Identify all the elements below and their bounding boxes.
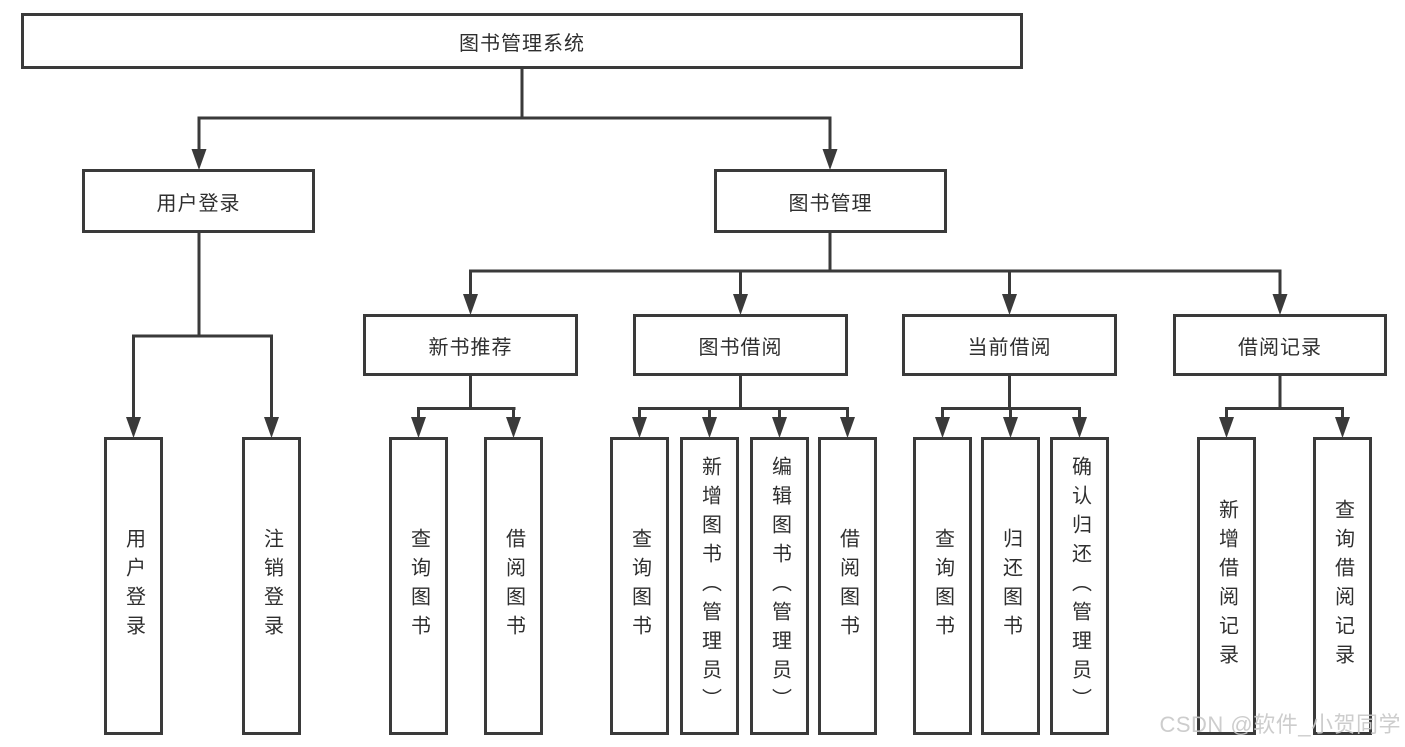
leaf-add-borrow-record-label: 新增借阅记录 [1215, 499, 1238, 673]
leaf-borrow-books: 借阅图书 [818, 437, 877, 735]
leaf-borrow-books-label: 借阅图书 [836, 528, 859, 644]
leaf-confirm-return-admin-label: 确认归还（管理员） [1068, 455, 1091, 717]
leaf-borrow-books-recommend-label: 借阅图书 [502, 528, 525, 644]
node-root-label: 图书管理系统 [459, 32, 585, 55]
leaf-user-login-label: 用户登录 [122, 528, 145, 644]
node-new-book-recommend: 新书推荐 [363, 314, 578, 376]
leaf-confirm-return-admin: 确认归还（管理员） [1050, 437, 1109, 735]
node-user-login-label: 用户登录 [156, 192, 241, 215]
connector-current-borrow-to-leaves [935, 375, 1087, 438]
leaf-logout: 注销登录 [242, 437, 301, 735]
connector-user-login-to-leaves [126, 232, 279, 438]
node-user-login: 用户登录 [82, 169, 315, 233]
node-root: 图书管理系统 [21, 13, 1023, 69]
node-current-borrow: 当前借阅 [902, 314, 1117, 376]
leaf-add-borrow-record: 新增借阅记录 [1197, 437, 1256, 735]
node-borrow-records-label: 借阅记录 [1238, 336, 1322, 359]
leaf-add-book-admin-label: 新增图书（管理员） [698, 455, 721, 717]
leaf-query-borrow-record-label: 查询借阅记录 [1331, 499, 1354, 673]
leaf-query-borrow-record: 查询借阅记录 [1313, 437, 1372, 735]
leaf-user-login: 用户登录 [104, 437, 163, 735]
node-current-borrow-label: 当前借阅 [967, 336, 1052, 359]
node-book-management-label: 图书管理 [788, 192, 873, 215]
watermark: CSDN @软件_小贺同学 [1159, 712, 1401, 737]
leaf-logout-label: 注销登录 [260, 528, 283, 644]
node-book-management: 图书管理 [714, 169, 947, 233]
connector-book-borrow-to-leaves [632, 375, 855, 438]
connector-borrow-records-to-leaves [1219, 375, 1350, 438]
leaf-query-books-borrow: 查询图书 [610, 437, 669, 735]
leaf-query-books-current-label: 查询图书 [931, 528, 954, 644]
node-book-borrow-label: 图书借阅 [698, 336, 783, 359]
leaf-add-book-admin: 新增图书（管理员） [680, 437, 739, 735]
leaf-return-books-label: 归还图书 [999, 528, 1022, 644]
leaf-edit-book-admin-label: 编辑图书（管理员） [768, 455, 791, 717]
leaf-query-books-borrow-label: 查询图书 [628, 528, 651, 644]
leaf-query-books-recommend-label: 查询图书 [407, 528, 430, 644]
leaf-query-books-current: 查询图书 [913, 437, 972, 735]
connector-root-to-level2 [191, 67, 838, 170]
leaf-edit-book-admin: 编辑图书（管理员） [750, 437, 809, 735]
leaf-return-books: 归还图书 [981, 437, 1040, 735]
leaf-query-books-recommend: 查询图书 [389, 437, 448, 735]
node-borrow-records: 借阅记录 [1173, 314, 1387, 376]
connector-new-book-recommend-to-leaves [411, 375, 521, 438]
node-new-book-recommend-label: 新书推荐 [428, 336, 513, 359]
leaf-borrow-books-recommend: 借阅图书 [484, 437, 543, 735]
node-book-borrow: 图书借阅 [633, 314, 848, 376]
connector-book-management-to-level3 [463, 232, 1288, 315]
